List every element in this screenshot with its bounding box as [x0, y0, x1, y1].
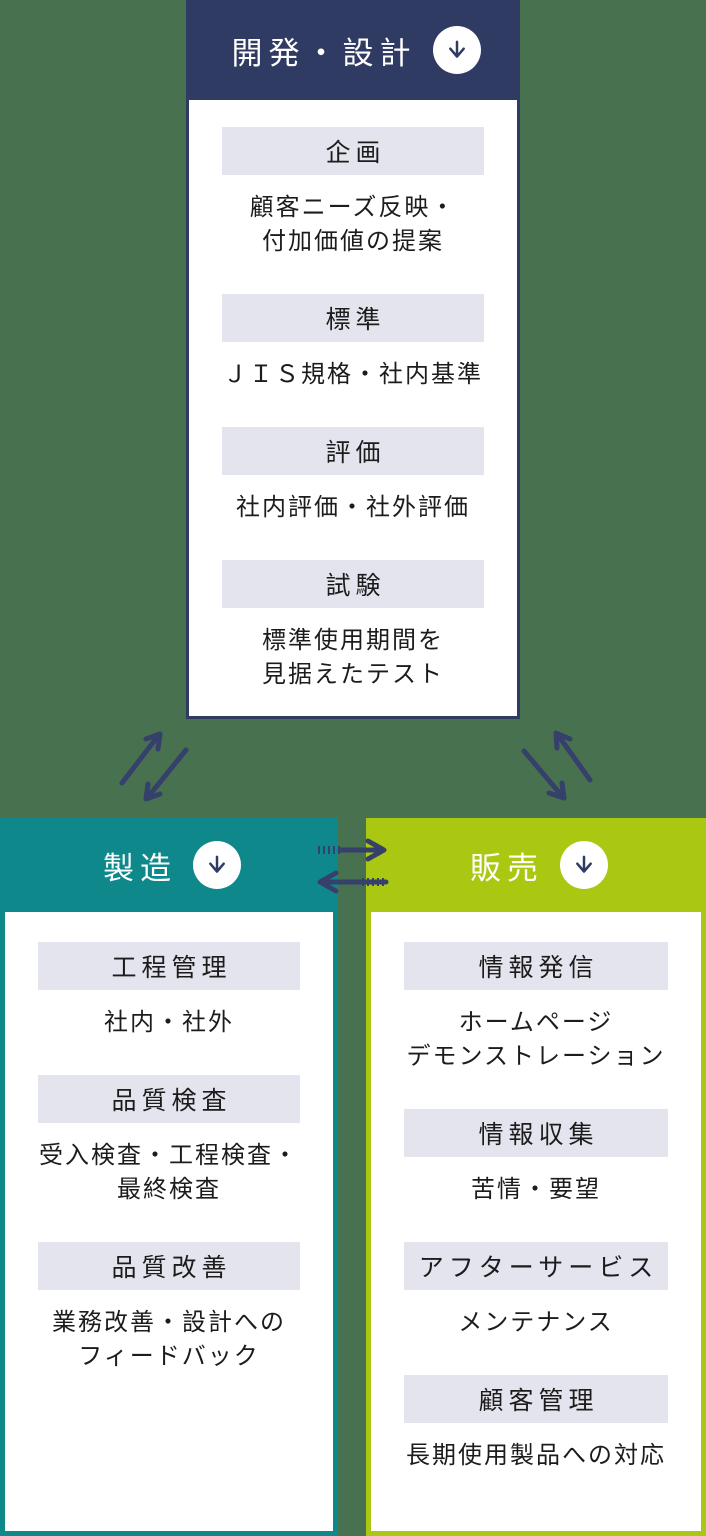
section-sales: 販売 情報発信 ホームページ デモンストレーション 情報収集 苦情 [366, 818, 706, 1536]
sales-body: 情報発信 ホームページ デモンストレーション 情報収集 苦情・要望 アフターサー… [366, 912, 706, 1536]
section-development: 開発・設計 企画 顧客ニーズ反映・ 付加価値の提案 標準 ＪＩＳ規 [186, 0, 520, 719]
item-description: メンテナンス [458, 1310, 614, 1336]
sales-title: 販売 [470, 850, 544, 886]
process-item: 評価 社内評価・社外評価 [189, 427, 517, 525]
development-title: 開発・設計 [231, 35, 417, 71]
manufacturing-body: 工程管理 社内・社外 品質検査 受入検査・工程検査・ 最終検査 品質改善 [0, 912, 338, 1536]
item-label-box: 顧客管理 [404, 1375, 668, 1423]
item-description: ＪＩＳ規格・社内基準 [223, 362, 483, 388]
arrow-sales-to-development [556, 733, 590, 780]
item-label-box: 情報収集 [404, 1109, 668, 1157]
development-header: 開発・設計 [186, 0, 520, 100]
process-item: 工程管理 社内・社外 [5, 942, 333, 1040]
item-label: 顧客管理 [478, 1388, 599, 1415]
item-label: 情報収集 [478, 1122, 599, 1149]
process-item: 情報発信 ホームページ デモンストレーション [371, 942, 701, 1074]
item-label: 工程管理 [111, 955, 232, 982]
process-item: 情報収集 苦情・要望 [371, 1109, 701, 1207]
item-label: 品質検査 [111, 1088, 232, 1115]
item-label-box: 品質改善 [38, 1242, 300, 1290]
arrow-development-to-sales [524, 751, 564, 798]
process-item: アフターサービス メンテナンス [371, 1242, 701, 1340]
item-description: 顧客ニーズ反映・ 付加価値の提案 [249, 195, 457, 255]
item-label: 品質改善 [111, 1255, 232, 1282]
item-label: 評価 [325, 440, 386, 467]
item-description: 長期使用製品への対応 [406, 1443, 666, 1469]
arrow-development-to-manufacturing [146, 750, 186, 799]
item-description: 標準使用期間を 見据えたテスト [262, 628, 444, 688]
item-label-box: 情報発信 [404, 942, 668, 990]
item-description: 社内・社外 [104, 1010, 234, 1036]
process-item: 品質改善 業務改善・設計への フィードバック [5, 1242, 333, 1374]
item-description: ホームページ デモンストレーション [406, 1010, 666, 1070]
item-label-box: 品質検査 [38, 1075, 300, 1123]
item-label: 標準 [325, 307, 386, 334]
down-arrow-icon[interactable] [193, 841, 241, 889]
down-arrow-icon[interactable] [432, 26, 481, 74]
item-description: 受入検査・工程検査・ 最終検査 [39, 1143, 299, 1203]
development-body: 企画 顧客ニーズ反映・ 付加価値の提案 標準 ＪＩＳ規格・社内基準 評価 [186, 100, 520, 719]
item-label: 試験 [325, 573, 386, 600]
item-label-box: 工程管理 [38, 942, 300, 990]
item-description: 社内評価・社外評価 [236, 495, 470, 521]
item-label-box: 企画 [222, 127, 484, 175]
item-description: 苦情・要望 [471, 1177, 601, 1203]
item-label-box: アフターサービス [404, 1242, 668, 1290]
item-label: アフターサービス [418, 1255, 659, 1282]
item-label-box: 試験 [222, 560, 484, 608]
arrow-manufacturing-to-development [122, 734, 160, 783]
process-item: 企画 顧客ニーズ反映・ 付加価値の提案 [189, 127, 517, 259]
section-manufacturing: 製造 工程管理 社内・社外 品質検査 受入検査・工程検査・ 最終検 [0, 818, 338, 1536]
sales-header: 販売 [366, 818, 706, 912]
item-label-box: 評価 [222, 427, 484, 475]
process-item: 試験 標準使用期間を 見据えたテスト [189, 560, 517, 692]
process-item: 品質検査 受入検査・工程検査・ 最終検査 [5, 1075, 333, 1207]
item-label: 情報発信 [478, 955, 599, 982]
process-item: 顧客管理 長期使用製品への対応 [371, 1375, 701, 1473]
item-label-box: 標準 [222, 294, 484, 342]
item-description: 業務改善・設計への フィードバック [52, 1310, 286, 1370]
process-item: 標準 ＪＩＳ規格・社内基準 [189, 294, 517, 392]
manufacturing-title: 製造 [103, 850, 177, 886]
manufacturing-header: 製造 [0, 818, 338, 912]
item-label: 企画 [325, 140, 386, 167]
down-arrow-icon[interactable] [560, 841, 608, 889]
